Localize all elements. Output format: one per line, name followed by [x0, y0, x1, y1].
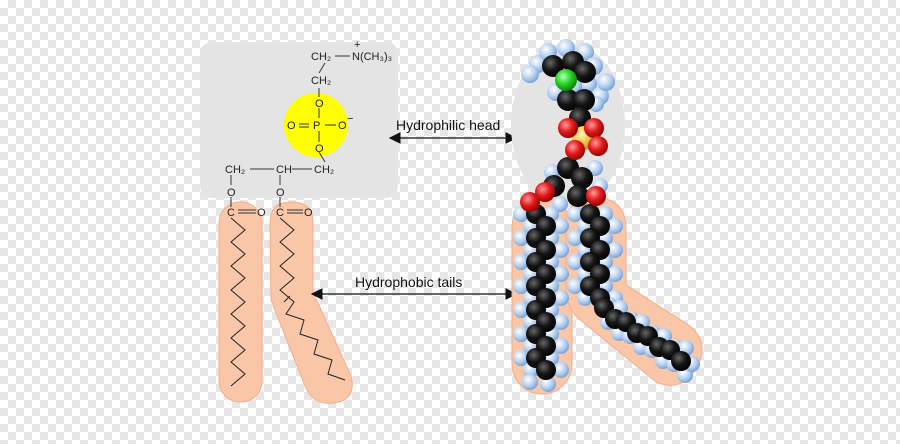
hydrogen-atom [513, 302, 529, 318]
hydrogen-atom [597, 73, 615, 91]
hydrogen-atom [553, 266, 569, 282]
hydrogen-atom [513, 326, 529, 342]
negative-charge: − [347, 113, 353, 125]
hydrogen-atom [607, 266, 623, 282]
phosphate-highlight [284, 93, 348, 157]
hydrophilic-head-label: Hydrophilic head [396, 117, 500, 133]
hydrogen-atom [522, 374, 538, 390]
hydrogen-atom [567, 230, 583, 246]
hydrogen-atom [521, 65, 539, 83]
glycerol-ch-middle: CH [276, 164, 292, 176]
carbonyl-carbon-left: C [227, 207, 235, 219]
oxygen-atom [558, 118, 578, 138]
phosphate-oxygen-double: O [287, 120, 296, 132]
carbon-atom [573, 89, 595, 111]
tails-annotation: Hydrophobic tails [310, 274, 518, 300]
ester-oxygen-left: O [227, 187, 236, 199]
glycerol-ch2-left: CH₂ [225, 164, 245, 176]
hydrogen-atom [553, 218, 569, 234]
phosphorus-label: P [313, 120, 320, 132]
oxygen-atom [588, 136, 608, 156]
phosphate-oxygen-anion: O [338, 120, 347, 132]
hydrogen-atom [553, 338, 569, 354]
hydrogen-atom [567, 278, 583, 294]
glycerol-ch2-right: CH₂ [314, 164, 334, 176]
space-filling-model [511, 39, 703, 395]
structural-formula: CH₂ N(CH₃)₃ + CH₂ O P O O − O CH₂ CH CH₂… [200, 39, 398, 404]
hydrophobic-tails-label: Hydrophobic tails [355, 274, 462, 290]
unsaturated-chain [279, 217, 346, 381]
hydrogen-atom [513, 350, 529, 366]
head-annotation: Hydrophilic head [388, 117, 518, 144]
hydrogen-atom [567, 206, 583, 222]
hydrophobic-tail-2 [269, 201, 353, 404]
carbonyl-oxygen-right: O [304, 207, 313, 219]
carbonyl-oxygen-left: O [257, 207, 266, 219]
oxygen-atom [586, 186, 606, 206]
carbon-atom [542, 55, 564, 77]
carbon-atom [567, 185, 589, 207]
hydrogen-atom [607, 218, 623, 234]
saturated-chain [230, 217, 246, 387]
hydrogen-atom [553, 290, 569, 306]
phosphate-oxygen-top: O [315, 98, 324, 110]
hydrogen-atom [553, 242, 569, 258]
hydrogen-atom [513, 278, 529, 294]
carbon-atom [536, 360, 556, 380]
hydrogen-atom [553, 362, 569, 378]
hydrogen-atom [540, 376, 556, 392]
hydrogen-atom [567, 254, 583, 270]
oxygen-atom [520, 192, 540, 212]
carbon-atom [671, 351, 691, 371]
ch2-choline-label: CH₂ [311, 51, 331, 63]
model-atoms [513, 39, 700, 392]
trimethylammonium-label: N(CH₃)₃ [352, 51, 392, 63]
carbon-atom [574, 61, 596, 83]
carbonyl-carbon-right: C [276, 207, 284, 219]
ester-oxygen-right: O [276, 187, 285, 199]
nitrogen-atom [555, 69, 577, 91]
oxygen-atom [535, 182, 555, 202]
cis-double-bond [283, 295, 291, 303]
phosphate-oxygen-bottom: O [315, 143, 324, 155]
hydrogen-atom [553, 314, 569, 330]
oxygen-atom [565, 140, 585, 160]
carbon-atom [557, 89, 579, 111]
ch2-ethyl-label: CH₂ [311, 75, 331, 87]
positive-charge: + [354, 39, 360, 51]
hydrogen-atom [513, 254, 529, 270]
hydrogen-atom [607, 242, 623, 258]
carbon-atom [571, 167, 593, 189]
hydrophobic-tail-1 [218, 201, 263, 403]
hydrogen-atom [513, 230, 529, 246]
oxygen-atom [584, 118, 604, 138]
